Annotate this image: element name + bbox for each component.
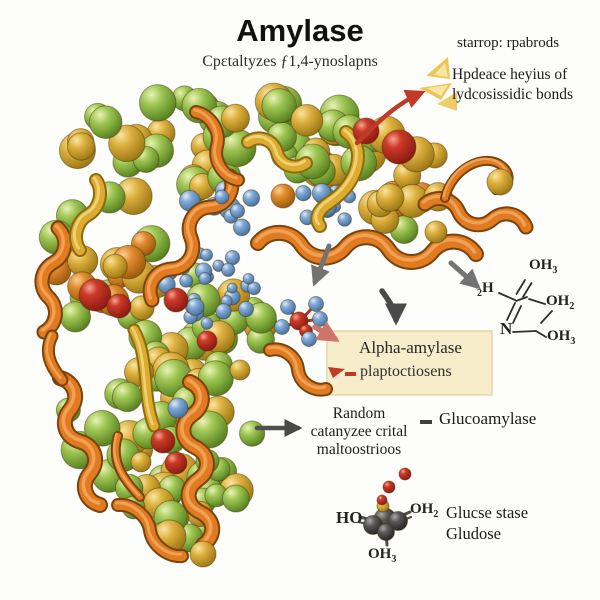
accent-spheres bbox=[78, 117, 514, 568]
chem-label-oh-top: OH3 bbox=[529, 257, 558, 276]
skeletal-structure bbox=[498, 279, 553, 338]
substrate-molecule bbox=[274, 296, 328, 347]
gray-dash-icon bbox=[420, 420, 432, 424]
arrow-to-burst bbox=[354, 89, 426, 146]
red-dash-icon bbox=[345, 372, 356, 376]
red-tip-icon bbox=[328, 367, 345, 378]
arrow-to-alpha-box bbox=[379, 288, 407, 326]
note-random: Random catanyzee crital maltoostrioos bbox=[288, 405, 430, 459]
note-hydrolysis-line2: lydcosissidic bonds bbox=[452, 86, 573, 103]
glucoamylase-label: Glucoamylase bbox=[439, 409, 537, 428]
diagram-subtitle: Cpεtaltyzes ƒ1,4-ynoslapns bbox=[202, 53, 378, 70]
chem-label-oh-mid: OH2 bbox=[546, 293, 575, 312]
note-hydrolysis: Hpdeace heyius of lydcosissidic bonds bbox=[452, 65, 573, 105]
note-random-line3: maltoostrioos bbox=[316, 441, 402, 458]
note-random-line1: Random bbox=[332, 405, 386, 422]
glucose-label: Glucse stase Gludose bbox=[446, 502, 528, 544]
diagram-title: Amylase bbox=[236, 13, 364, 48]
note-starch: starrop: rpabrods bbox=[457, 35, 560, 51]
chem-label-h: 2H bbox=[477, 280, 494, 299]
glucose-molecule bbox=[357, 467, 413, 547]
glucose-label-ho: HO bbox=[336, 508, 363, 527]
note-random-line2: catanyzee crital bbox=[310, 423, 408, 440]
glucose-label-oh2: OH2 bbox=[410, 501, 439, 520]
arrow-to-structure bbox=[448, 260, 481, 290]
chem-label-n: N bbox=[500, 319, 513, 338]
burst-icon bbox=[419, 57, 457, 111]
glucose-label-line2: Gludose bbox=[446, 524, 501, 543]
chem-label-oh-bottom: OH3 bbox=[547, 328, 576, 347]
helix-ribbons bbox=[34, 105, 534, 564]
reaction-arrows bbox=[254, 89, 481, 437]
alpha-amylase-subtitle: plaptoctiosens bbox=[360, 363, 452, 380]
note-hydrolysis-line1: Hpdeace heyius of bbox=[452, 66, 568, 83]
arrow-pink-substrate bbox=[312, 321, 340, 342]
alpha-box-background bbox=[326, 330, 493, 396]
glucose-label-line1: Glucse stase bbox=[446, 503, 529, 522]
alpha-amylase-title: Alpha-amylase bbox=[359, 338, 462, 357]
arrow-down-left bbox=[311, 243, 332, 287]
glucose-label-oh3: OH3 bbox=[368, 546, 397, 565]
